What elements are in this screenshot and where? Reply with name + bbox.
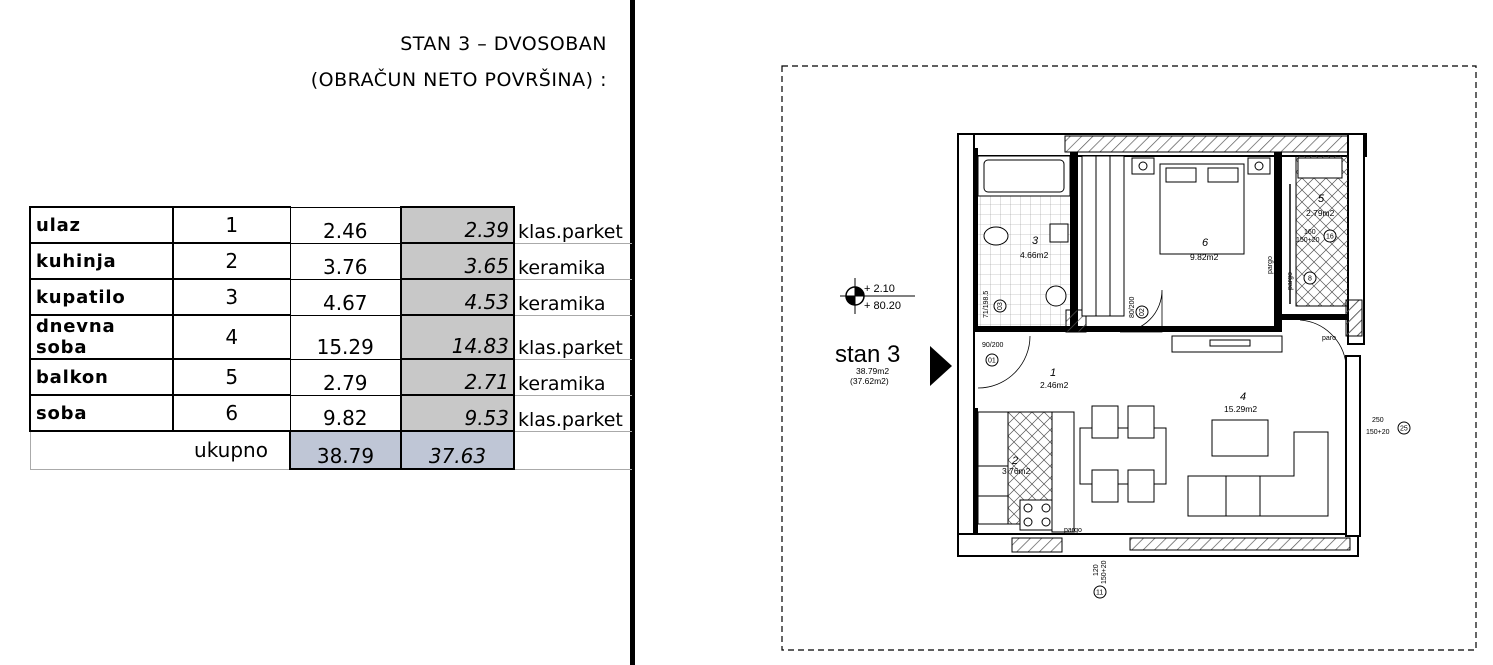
- window-25-tag: [1397, 421, 1411, 435]
- room-3-number: 3: [1032, 235, 1039, 247]
- room-number-cell: 6: [172, 394, 291, 432]
- gross-area-cell: 15.29: [289, 314, 402, 360]
- room-5-number: 5: [1318, 193, 1325, 205]
- plan-frame: [781, 65, 1477, 651]
- door-01-size: 90/200: [982, 342, 1004, 349]
- total-net-area: 37.63: [400, 430, 515, 470]
- total-label: ukupno: [173, 430, 290, 470]
- flooring-cell: klas.parket: [514, 395, 632, 432]
- room-5-area: 2.79m2: [1306, 208, 1335, 218]
- entrance-arrow: [930, 346, 952, 386]
- room-4-area: 15.29m2: [1224, 404, 1257, 414]
- room-name-cell: soba: [29, 394, 174, 432]
- window-11-sub: 150+20: [1101, 560, 1108, 584]
- level-bottom: + 80.20: [864, 300, 901, 312]
- balcony: [1289, 155, 1349, 307]
- window-8-tag: [1303, 271, 1317, 285]
- door-03-size: 71/198.5: [983, 291, 990, 318]
- room-6-area: 9.82m2: [1190, 252, 1219, 262]
- bathroom: [977, 155, 1071, 326]
- window-11-number: 11: [1096, 590, 1103, 597]
- room-number-cell: 2: [172, 242, 291, 280]
- window-16-tag: [1323, 229, 1337, 243]
- door-01-tag: [985, 353, 999, 367]
- room-number-cell: 5: [172, 358, 291, 396]
- net-area-cell: 4.53: [400, 278, 515, 316]
- window-11-tag: [1093, 585, 1107, 599]
- room-6-number: 6: [1202, 237, 1209, 249]
- room-1-number: 1: [1050, 367, 1056, 379]
- room-name-cell: balkon: [29, 358, 174, 396]
- net-area-cell: 3.65: [400, 242, 515, 280]
- room-number-cell: 3: [172, 278, 291, 316]
- room-1-area: 2.46m2: [1040, 380, 1069, 390]
- net-area-cell: 2.39: [400, 206, 515, 244]
- level-top: + 2.10: [864, 283, 895, 295]
- room-4-number: 4: [1240, 391, 1246, 403]
- room-number-cell: 1: [172, 206, 291, 244]
- gross-area-cell: 4.67: [289, 278, 402, 316]
- window-25-sub: 150+20: [1366, 429, 1390, 436]
- room-2-number: 2: [1011, 455, 1018, 467]
- calculation-subtitle: (OBRAČUN NETO POVRŠINA) :: [310, 69, 607, 91]
- apartment-title: STAN 3 – DVOSOBAN: [400, 33, 607, 55]
- door-01-number: 01: [988, 358, 996, 365]
- room-name-cell: ulaz: [29, 206, 174, 244]
- pargo-bedroom: pargo: [1267, 256, 1274, 274]
- net-area-cell: 14.83: [400, 314, 515, 360]
- door-02-size: 80/200: [1129, 296, 1136, 318]
- net-area-cell: 2.71: [400, 358, 515, 396]
- floor-plan: stan 3 38.79m2 (37.62m2) + 2.10 + 80.20 …: [781, 65, 1477, 651]
- window-16-sub: 150+20: [1296, 237, 1320, 244]
- window-25-number: 25: [1400, 426, 1408, 433]
- door-02-number: 02: [1139, 308, 1146, 316]
- paro-note: paro: [1322, 335, 1336, 342]
- room-name-cell: dnevna soba: [29, 314, 174, 360]
- interior-walls: [974, 148, 1363, 534]
- room-name-cell: kuhinja: [29, 242, 174, 280]
- room-2-area: 3.76m2: [1002, 466, 1031, 476]
- door-03-number: 03: [997, 302, 1004, 310]
- net-area-cell: 9.53: [400, 394, 515, 432]
- page-divider: [630, 0, 635, 665]
- total-row: ukupno 38.79 37.63: [29, 430, 632, 470]
- window-8-number: 8: [1308, 276, 1312, 283]
- level-marker: [840, 278, 915, 314]
- apartment-label: stan 3: [835, 341, 900, 368]
- window-11-size: 120: [1093, 564, 1100, 576]
- total-empty-cell: [514, 431, 632, 470]
- flooring-cell: klas.parket: [514, 315, 632, 360]
- living-room: [977, 319, 1347, 533]
- apartment-net-area: (37.62m2): [850, 376, 889, 386]
- total-gross-area: 38.79: [289, 430, 402, 470]
- flooring-cell: keramika: [514, 279, 632, 316]
- window-25-size: 250: [1372, 417, 1384, 424]
- gross-area-cell: 2.46: [289, 206, 402, 244]
- window-16-number: 16: [1326, 234, 1334, 241]
- gross-area-cell: 9.82: [289, 394, 402, 432]
- apartment-area: 38.79m2: [856, 366, 889, 376]
- bedroom: [1081, 155, 1271, 333]
- pargo-balcony: pargo: [1287, 272, 1294, 290]
- window-16-size: 160: [1304, 229, 1316, 236]
- room-3-area: 4.66m2: [1020, 250, 1049, 260]
- gross-area-cell: 2.79: [289, 358, 402, 396]
- total-blank-cell: [29, 430, 173, 470]
- room-number-cell: 4: [172, 314, 291, 360]
- door-03-tag: [993, 299, 1007, 313]
- flooring-cell: klas.parket: [514, 207, 632, 244]
- door-02-tag: [1135, 305, 1149, 319]
- pargo-bottom: pargo: [1064, 527, 1082, 534]
- flooring-cell: keramika: [514, 359, 632, 396]
- room-name-cell: kupatilo: [29, 278, 174, 316]
- gross-area-cell: 3.76: [289, 242, 402, 280]
- flooring-cell: keramika: [514, 243, 632, 280]
